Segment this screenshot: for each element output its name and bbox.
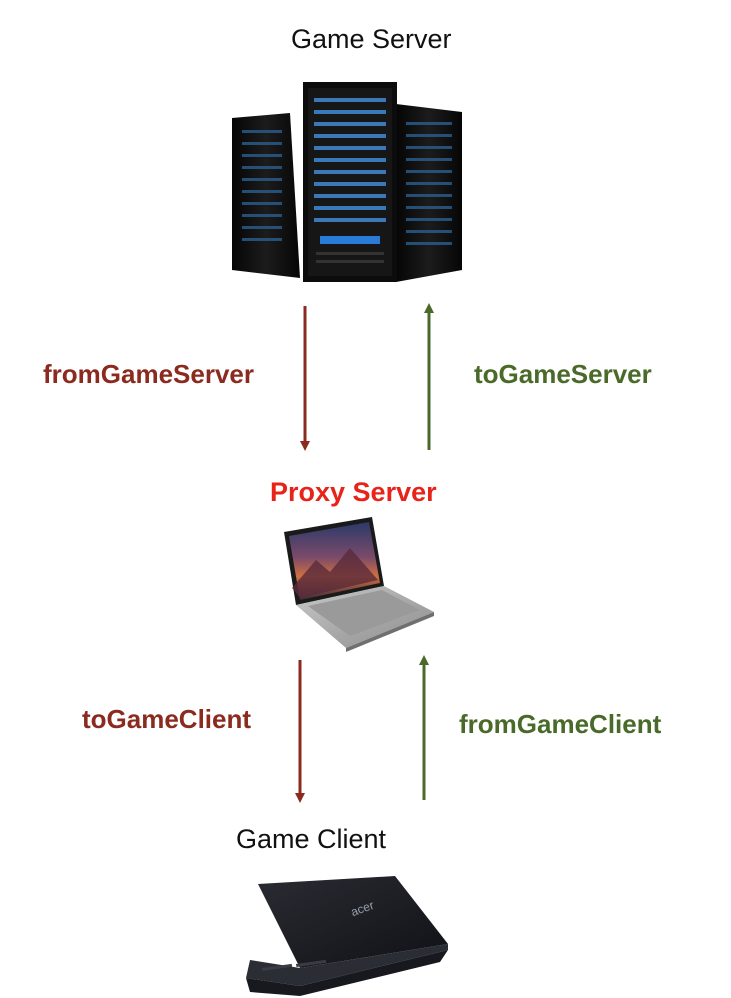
to-game-client-label: toGameClient	[82, 704, 252, 734]
from-game-client-label: fromGameClient	[459, 709, 662, 739]
macbook-laptop-icon	[284, 517, 434, 652]
from-game-server-label: fromGameServer	[43, 359, 254, 389]
game-server-title: Game Server	[291, 24, 452, 54]
game-client-title: Game Client	[236, 824, 387, 854]
proxy-server-title: Proxy Server	[270, 477, 437, 507]
acer-laptop-icon	[246, 876, 448, 996]
to-game-server-label: toGameServer	[474, 359, 652, 389]
server-rack-icon	[232, 82, 462, 282]
